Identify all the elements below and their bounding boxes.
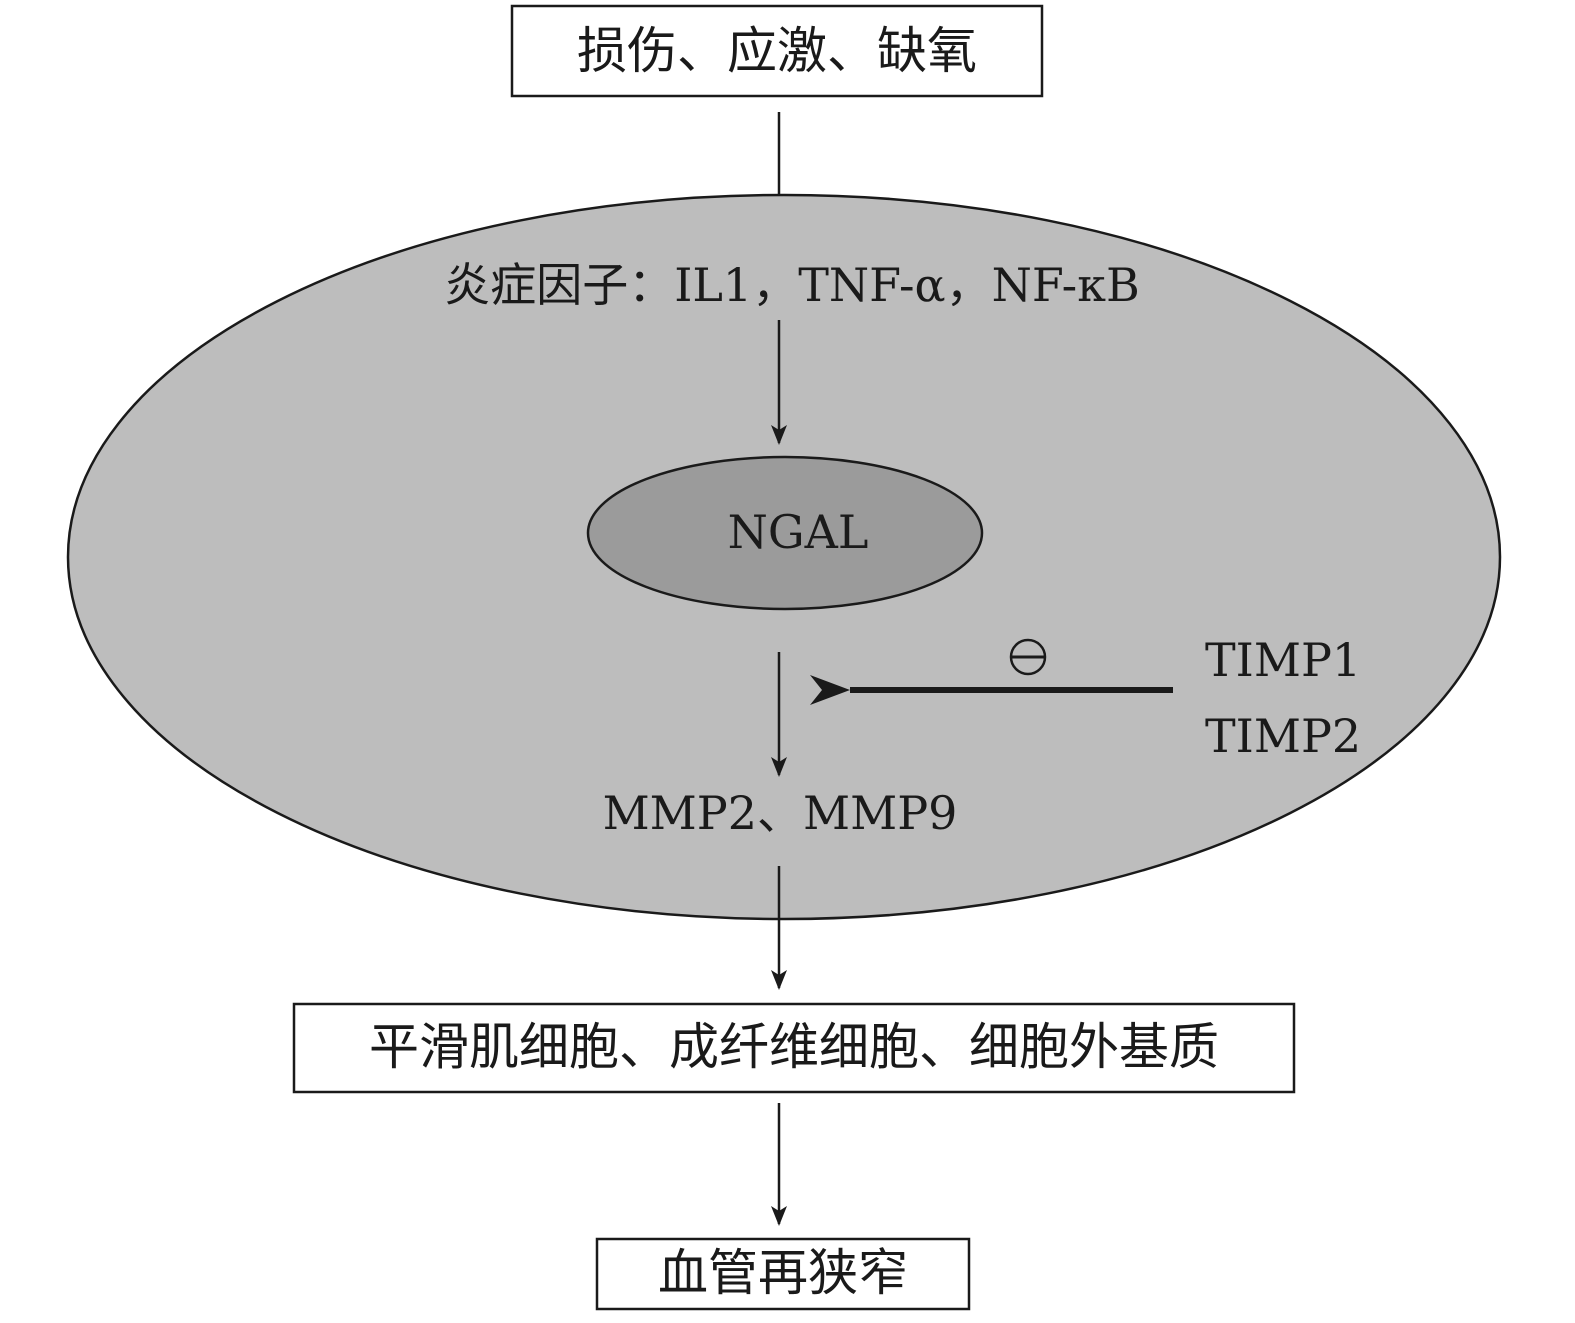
timp1-label: TIMP1 <box>1205 633 1361 687</box>
inflammatory-factors-label: 炎症因子：IL1，TNF-α，NF-κB <box>444 258 1140 312</box>
trigger-label: 损伤、应激、缺氧 <box>577 22 977 80</box>
result-label: 血管再狭窄 <box>658 1244 908 1302</box>
timp2-label: TIMP2 <box>1205 709 1361 763</box>
ngal-ellipse <box>586 455 984 611</box>
ngal-label: NGAL <box>728 505 869 559</box>
inhibit-icon <box>1009 638 1047 676</box>
trigger-box <box>510 4 1044 98</box>
result-box <box>595 1237 971 1311</box>
mmp-label: MMP2、MMP9 <box>603 786 958 840</box>
cells-label: 平滑肌细胞、成纤维细胞、细胞外基质 <box>369 1018 1219 1076</box>
cells-box <box>292 1002 1296 1094</box>
